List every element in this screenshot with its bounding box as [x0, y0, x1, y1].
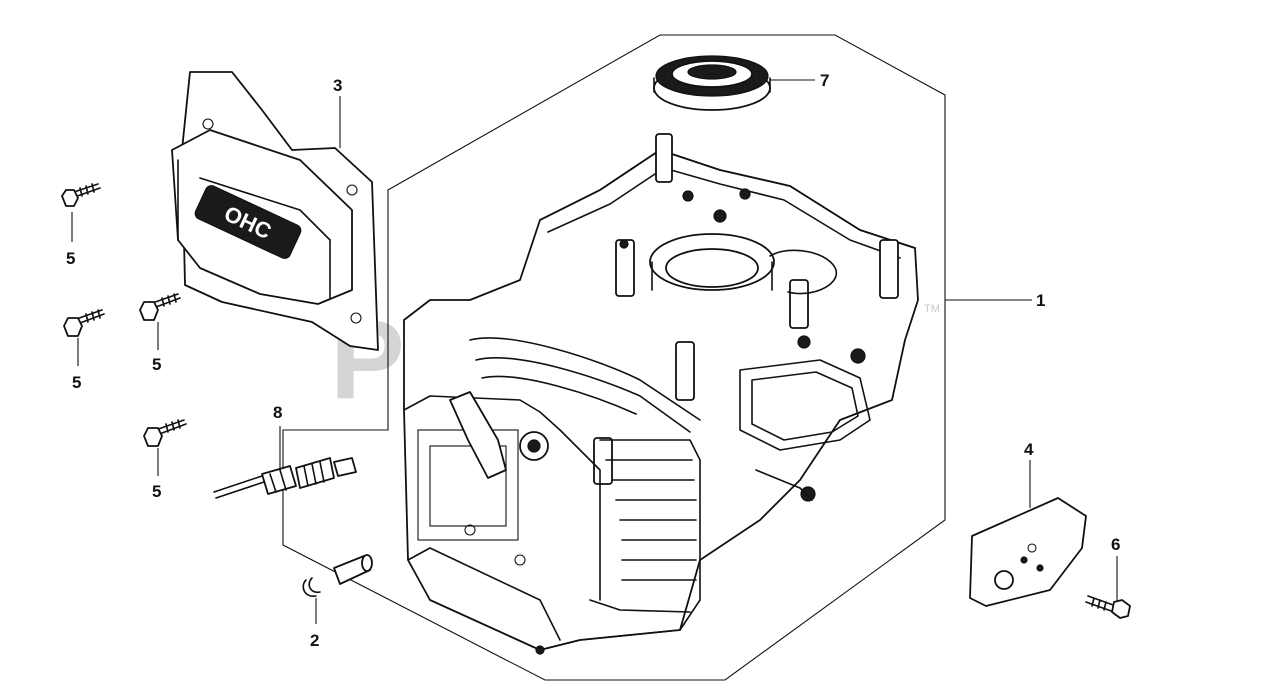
callout-5c: 5	[152, 355, 161, 374]
callout-6: 6	[1111, 535, 1120, 554]
part-5-bolt-a[interactable]	[61, 183, 101, 207]
callout-5d: 5	[152, 482, 161, 501]
callout-3: 3	[333, 76, 342, 95]
callout-8: 8	[273, 403, 282, 422]
callout-5b: 5	[72, 373, 81, 392]
part-3-cylinder-head-cover[interactable]: OHC	[171, 71, 379, 351]
callout-5a: 5	[66, 249, 75, 268]
leader-lines	[71, 79, 1118, 624]
part-8-spark-plug[interactable]	[213, 457, 357, 499]
callout-1: 1	[1036, 291, 1045, 310]
assembly-boundary	[282, 34, 946, 681]
part-7-oil-seal[interactable]	[653, 55, 771, 111]
callout-7: 7	[820, 71, 829, 90]
part-5-bolt-b[interactable]	[63, 309, 105, 337]
callout-2: 2	[310, 631, 319, 650]
callout-4: 4	[1024, 440, 1034, 459]
part-5-bolt-c[interactable]	[139, 293, 181, 321]
part-5-bolt-d[interactable]	[143, 419, 187, 447]
part-2-dowel-pin[interactable]	[302, 554, 373, 597]
part-1-crankcase-block[interactable]	[403, 133, 919, 655]
part-6-bolt[interactable]	[1085, 595, 1131, 619]
watermark-tm: TM	[924, 303, 940, 315]
part-4-gasket-plate[interactable]	[969, 497, 1087, 607]
